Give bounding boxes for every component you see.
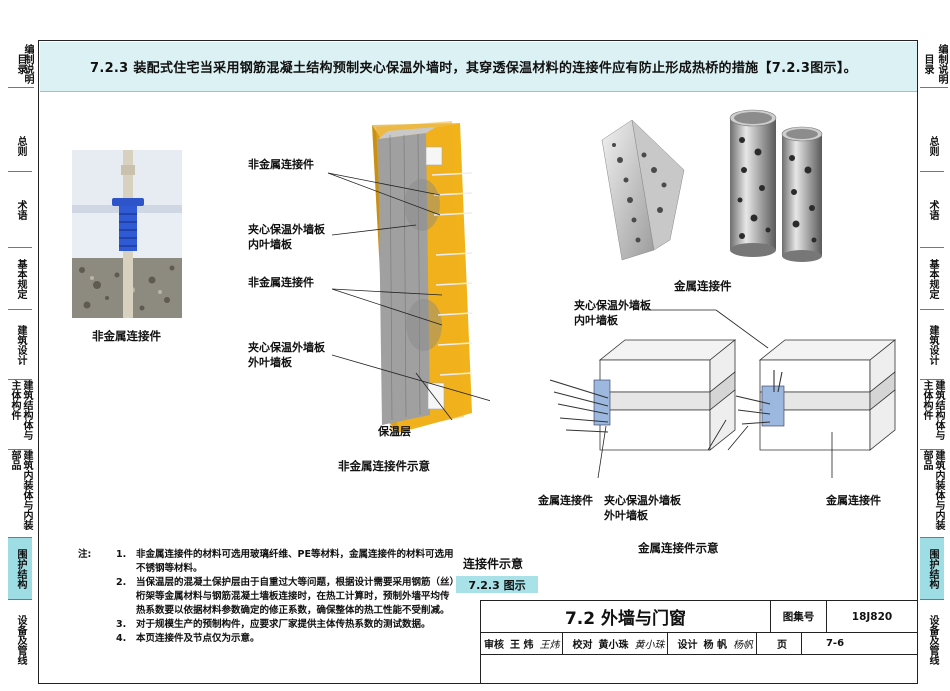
photo-caption: 非金属连接件 [92,329,161,343]
page-number: 7-6 [825,638,845,649]
label-nonmetal-connector-2: 非金属连接件 [248,276,314,289]
note-text: 当保温层的混凝土保护层由于自重过大等问题，根据设计需要采用钢筋（丝）桁架等金属材… [136,577,455,616]
tab-basic-rules[interactable]: 基本规定 [8,248,32,310]
label-sandwich-panel-1: 夹心保温外墙板 [248,223,325,236]
figure-number-badge: 7.2.3 图示 [456,576,538,593]
tab-envelope-r[interactable]: 围护结构 [920,538,944,600]
metal-photo-caption: 金属连接件 [674,279,732,293]
tab-architecture-design-r[interactable]: 建筑设计 [920,310,944,380]
tab-basic-rules-r[interactable]: 基本规定 [920,248,944,310]
tab-general-r[interactable]: 总则 [920,120,944,172]
tab-structure-r[interactable]: 建筑结构体与主体构件 [920,380,944,450]
nonmetal-connector-diagram [327,121,490,433]
tab-envelope[interactable]: 围护结构 [8,538,32,600]
notes-prefix: 注: [78,549,92,560]
note-text: 非金属连接件的材料可选用玻璃纤维、PE等材料，金属连接件的材料可选用不锈钢等材料… [136,549,454,574]
design-label: 设计 [677,640,698,651]
page-frame [38,40,918,684]
tab-terms-r[interactable]: 术语 [920,172,944,248]
check-label: 校对 [572,640,593,651]
label-metal-outer-leaf: 外叶墙板 [604,509,648,522]
tab-general[interactable]: 总则 [8,120,32,172]
tab-preface-left[interactable]: 编制说明 [20,40,34,88]
check-name: 黄小珠 [598,640,629,651]
note-number: 4. [116,633,127,644]
signature-row: 审核 王 炜 王炜 校对 黄小珠 黄小珠 设计 杨 帆 杨帆 页 7-6 [481,632,917,655]
atlas-number: 18J820 [827,601,917,633]
label-inner-leaf: 内叶墙板 [248,238,292,251]
metal-connector-photo [601,109,823,262]
tab-preface-right[interactable]: 编制说明 [934,40,948,88]
nonmetal-diagram-caption: 非金属连接件示意 [338,459,430,473]
label-insulation-layer: 保温层 [378,425,411,438]
tab-terms[interactable]: 术语 [8,172,32,248]
check-signature: 黄小珠 [634,640,665,651]
label-metal-sandwich-panel-2: 夹心保温外墙板 [604,494,681,507]
design-signature: 杨帆 [732,640,753,651]
label-sandwich-panel-2: 夹心保温外墙板 [248,341,325,354]
label-metal-sandwich-panel: 夹心保温外墙板 [574,299,651,312]
tab-architecture-design[interactable]: 建筑设计 [8,310,32,380]
tab-interior[interactable]: 建筑内装体与内装部品 [8,450,32,538]
notes: 注: 1. 非金属连接件的材料可选用玻璃纤维、PE等材料，金属连接件的材料可选用不锈… [78,548,458,646]
tab-structure[interactable]: 建筑结构体与主体构件 [8,380,32,450]
page-label: 页 [776,640,787,651]
note-text: 本页连接件及节点仅为示意。 [136,633,260,644]
atlas-label: 图集号 [771,601,827,633]
tab-equipment[interactable]: 设备及管线 [15,615,26,665]
label-nonmetal-connector-1: 非金属连接件 [248,158,314,171]
label-outer-leaf: 外叶墙板 [248,356,292,369]
tab-interior-r[interactable]: 建筑内装体与内装部品 [920,450,944,538]
clause-header: 7.2.3 装配式住宅当采用钢筋混凝土结构预制夹心保温外墙时，其穿透保温材料的连… [40,42,917,92]
section-title: 7.2 外墙与门窗 [481,601,771,633]
note-number: 3. [116,619,127,630]
note-number: 1. [116,549,127,560]
review-name: 王 炜 [510,640,534,651]
review-label: 审核 [484,640,504,651]
metal-diagram-caption: 金属连接件示意 [638,541,719,555]
title-block: 7.2 外墙与门窗 图集号 18J820 审核 王 炜 王炜 校对 黄小珠 黄小… [480,600,918,684]
label-metal-inner-leaf: 内叶墙板 [574,314,618,327]
label-metal-connector-left: 金属连接件 [538,494,593,507]
metal-connector-diagram [549,309,897,479]
review-signature: 王炜 [539,640,560,651]
figure-title: 连接件示意 [463,557,524,571]
label-metal-connector-right: 金属连接件 [826,494,881,507]
side-tabs-left: 目录 总则 术语 基本规定 建筑设计 建筑结构体与主体构件 建筑内装体与内装部品… [8,40,32,680]
note-text: 对于规模生产的预制构件，应要求厂家提供主体传热系数的测试数据。 [136,619,431,630]
side-tabs-right: 目录 总则 术语 基本规定 建筑设计 建筑结构体与主体构件 建筑内装体与内装部品… [920,40,944,680]
note-number: 2. [116,577,127,588]
nonmetal-connector-photo [72,150,182,318]
tab-equipment-r[interactable]: 设备及管线 [927,615,938,665]
tab-catalog-r[interactable]: 目录 [920,40,934,88]
design-name: 杨 帆 [703,640,727,651]
